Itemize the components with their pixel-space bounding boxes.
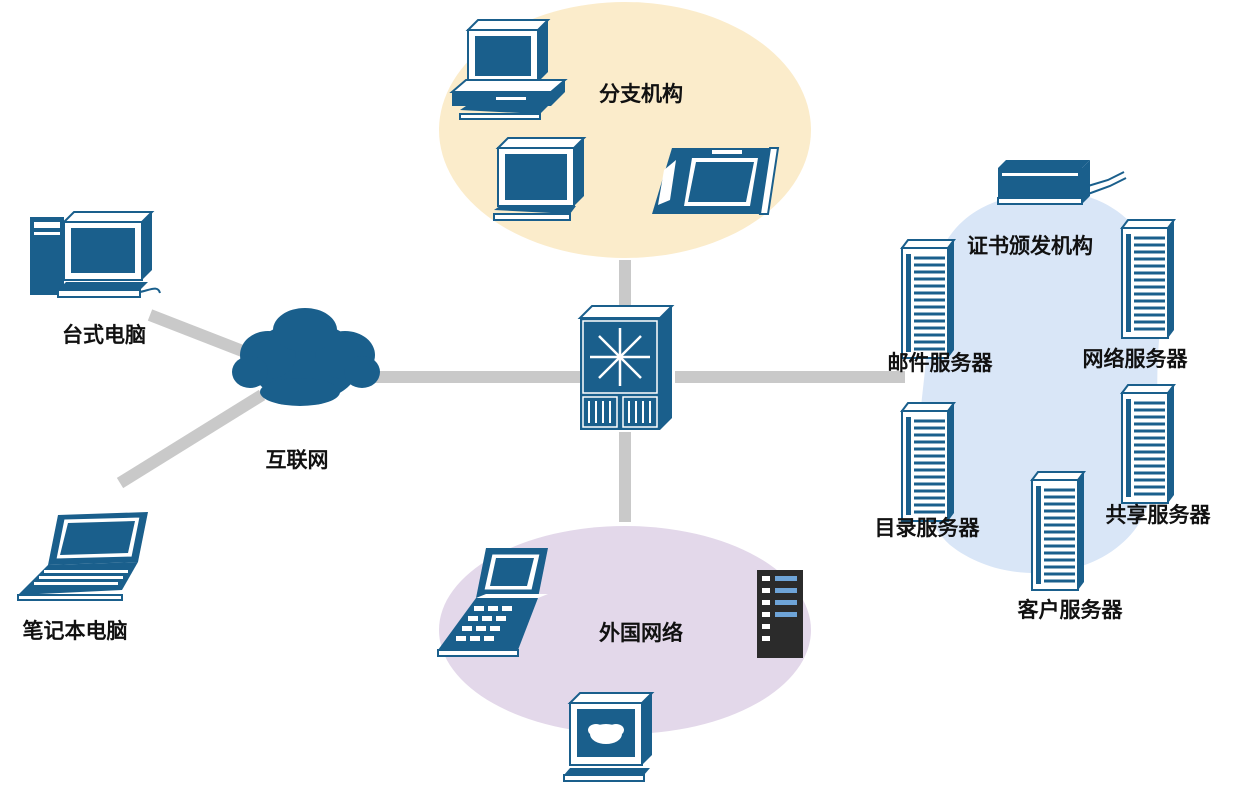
terminal-icon[interactable] — [493, 137, 585, 221]
rack-server-icon[interactable] — [757, 570, 803, 658]
foreign-label: 外国网络 — [599, 621, 683, 645]
laptop-label: 笔记本电脑 — [23, 619, 128, 643]
laptop-icon[interactable] — [17, 512, 148, 601]
mail-server-icon[interactable] — [900, 238, 956, 360]
internet-cloud-icon — [232, 308, 380, 406]
ca-label: 证书颁发机构 — [967, 234, 1093, 258]
tablet-icon[interactable] — [652, 147, 780, 215]
internet-label: 互联网 — [266, 448, 329, 472]
workstation-icon[interactable] — [449, 19, 568, 120]
client-server-icon[interactable] — [1030, 470, 1086, 592]
mail-server-label: 邮件服务器 — [888, 351, 994, 375]
directory-server-label: 目录服务器 — [875, 516, 981, 540]
share-server-label: 共享服务器 — [1106, 503, 1212, 527]
share-server-icon[interactable] — [1120, 383, 1176, 505]
printer-icon[interactable] — [997, 160, 1127, 205]
server-zone — [918, 191, 1163, 574]
client-server-label: 客户服务器 — [1018, 598, 1124, 622]
handheld-device-icon[interactable] — [437, 548, 548, 657]
desktop-computer-icon[interactable] — [30, 211, 161, 298]
network-links — [116, 260, 905, 522]
core-switch-icon[interactable] — [577, 305, 675, 430]
monitor-icon[interactable] — [563, 692, 655, 782]
web-server-icon[interactable] — [1120, 218, 1176, 340]
web-server-label: 网络服务器 — [1083, 347, 1189, 371]
branch-label: 分支机构 — [599, 82, 683, 106]
directory-server-icon[interactable] — [900, 401, 956, 523]
desktop-label: 台式电脑 — [62, 323, 146, 347]
